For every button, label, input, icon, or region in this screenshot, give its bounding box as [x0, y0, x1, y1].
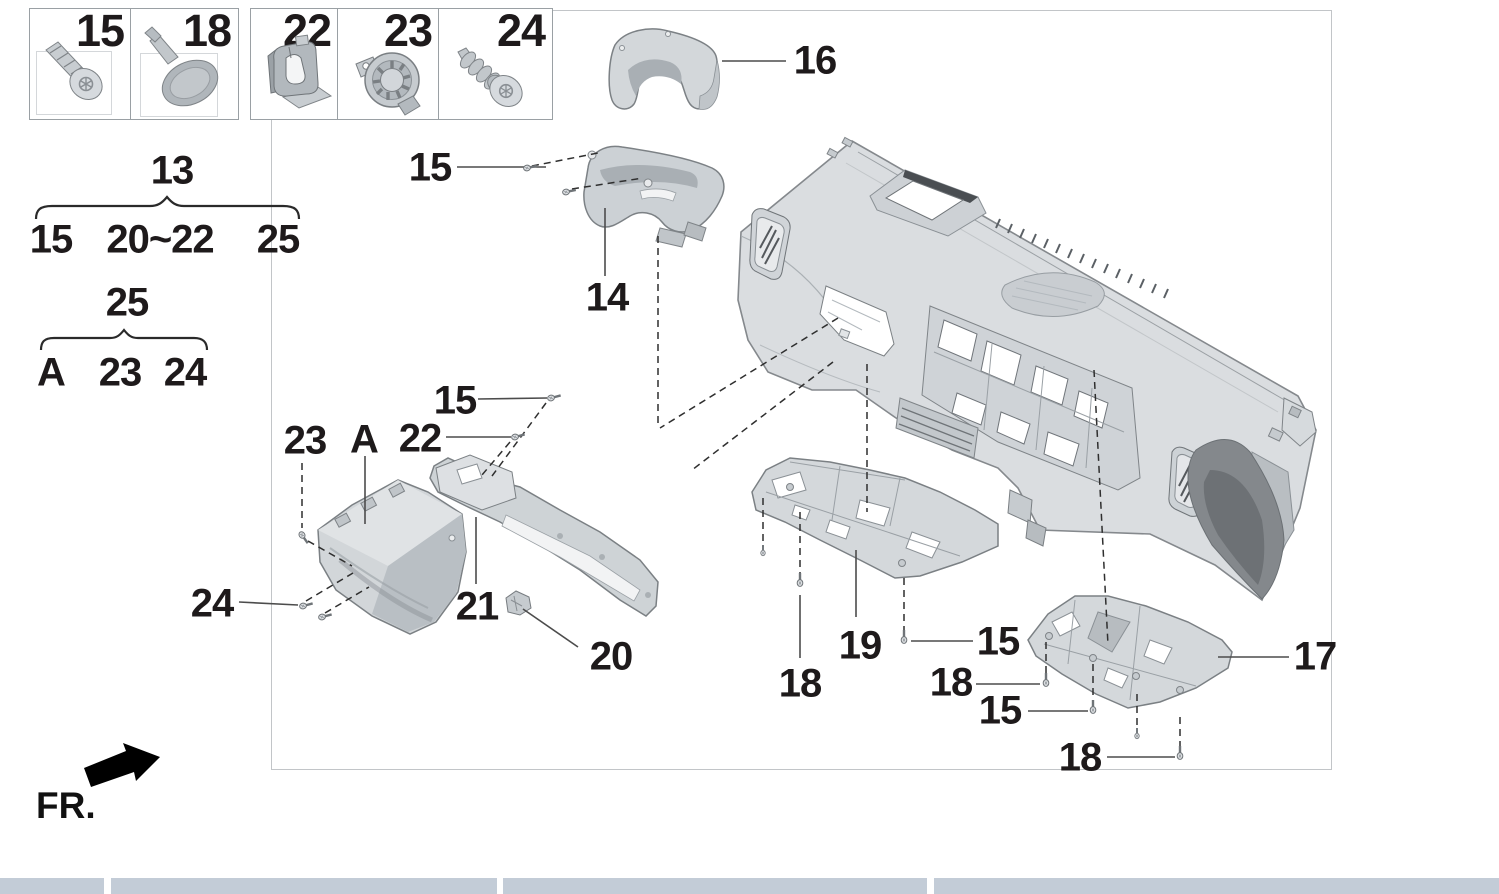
cluster-opening [819, 285, 895, 357]
fastener-box-15-label: 15 [75, 5, 125, 56]
fastener-box-15: 15 [29, 5, 132, 120]
screw-15-icon [45, 41, 103, 100]
callout-15-mid: 15 [976, 619, 1020, 664]
instrument-panel-13 [737, 136, 1317, 602]
clip-18-icon [144, 26, 219, 107]
callout-18-left: 18 [778, 661, 822, 706]
fastener-box-23-label: 23 [383, 5, 433, 56]
legend-25-item-23: 23 [98, 350, 142, 395]
ridge-end-clips [1267, 397, 1317, 447]
callout-19: 19 [838, 623, 882, 668]
top-tray-opening [869, 169, 987, 237]
callout-24-glove: 24 [190, 581, 234, 626]
part-16-upper-column-cover [608, 28, 720, 110]
fastener-box-18-inner-frame [140, 53, 218, 117]
diagram-frame [271, 10, 1332, 770]
legend-13-item-15: 15 [29, 217, 73, 262]
center-vent [895, 397, 979, 459]
fastener-box-24-label: 24 [496, 5, 546, 56]
callout-17: 17 [1293, 634, 1337, 679]
speaker-grille [1001, 272, 1105, 317]
front-marker-label: FR. [36, 785, 96, 826]
driver-side-vent [749, 208, 791, 280]
part-17-under-panel [1027, 595, 1233, 709]
lower-center-bracket [1007, 489, 1047, 547]
grommet-23-icon [355, 52, 421, 116]
table-header-cell [503, 878, 927, 894]
brace-group-25 [39, 328, 209, 351]
table-header-cell [0, 878, 104, 894]
callout-21: 21 [455, 584, 499, 629]
callout-15-low: 15 [978, 688, 1022, 733]
screw-24-icon [457, 47, 523, 107]
front-direction-arrow [84, 743, 160, 787]
part-20-latch [505, 590, 532, 616]
legend-group-13-title: 13 [150, 148, 194, 193]
fastener-box-15-inner-frame [36, 51, 112, 115]
dashed-connectors [301, 152, 1181, 749]
clip-22-icon [267, 34, 333, 109]
callout-22-glove: 22 [398, 416, 442, 461]
callout-18-right: 18 [1058, 735, 1102, 780]
part-14-lower-column-cover [583, 145, 725, 248]
legend-25-item-A: A [37, 350, 66, 395]
part-19-under-panel [751, 457, 999, 579]
table-header-cell [111, 878, 497, 894]
callout-A-glove: A [350, 417, 379, 462]
defroster-grille [995, 218, 1169, 299]
legend-group-25-title: 25 [105, 280, 149, 325]
callout-15-glove: 15 [433, 378, 477, 423]
callout-23-glove: 23 [283, 418, 327, 463]
part-A-glove-box [317, 479, 467, 635]
callout-18-mid: 18 [929, 660, 973, 705]
fastener-box-24: 24 [438, 5, 553, 120]
legend-13-item-20-22: 20~22 [106, 217, 214, 262]
part-21-lower-trim [429, 454, 659, 617]
legend-13-item-25: 25 [256, 217, 300, 262]
brace-group-13 [34, 195, 301, 220]
callout-16: 16 [793, 38, 837, 83]
callout-20: 20 [589, 634, 633, 679]
legend-25-item-24: 24 [163, 350, 207, 395]
callout-14: 14 [585, 275, 629, 320]
center-stack-frame [921, 305, 1141, 491]
right-end-panel [1187, 439, 1295, 600]
fastener-box-18-label: 18 [182, 5, 232, 56]
callout-15-column: 15 [408, 145, 452, 190]
table-header-cell [934, 878, 1499, 894]
